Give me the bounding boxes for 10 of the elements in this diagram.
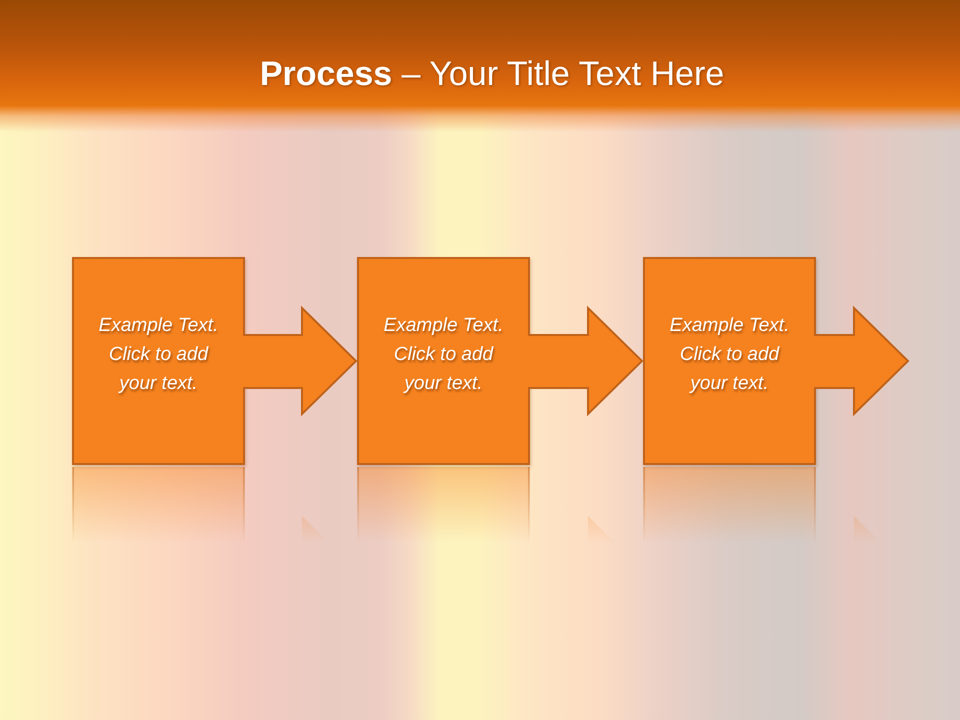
- process-box: [72, 257, 245, 465]
- step-text: Example Text. Click to add your text.: [382, 314, 504, 396]
- slide-title: Process – Your Title Text Here: [260, 54, 724, 95]
- step-text: Example Text. Click to add your text.: [668, 314, 790, 396]
- block-arrow: [527, 306, 644, 416]
- block-arrow: [813, 306, 910, 416]
- process-box: [357, 257, 530, 465]
- process-box: [643, 257, 816, 465]
- block-arrow: [242, 306, 358, 416]
- step-text: Example Text. Click to add your text.: [98, 314, 220, 396]
